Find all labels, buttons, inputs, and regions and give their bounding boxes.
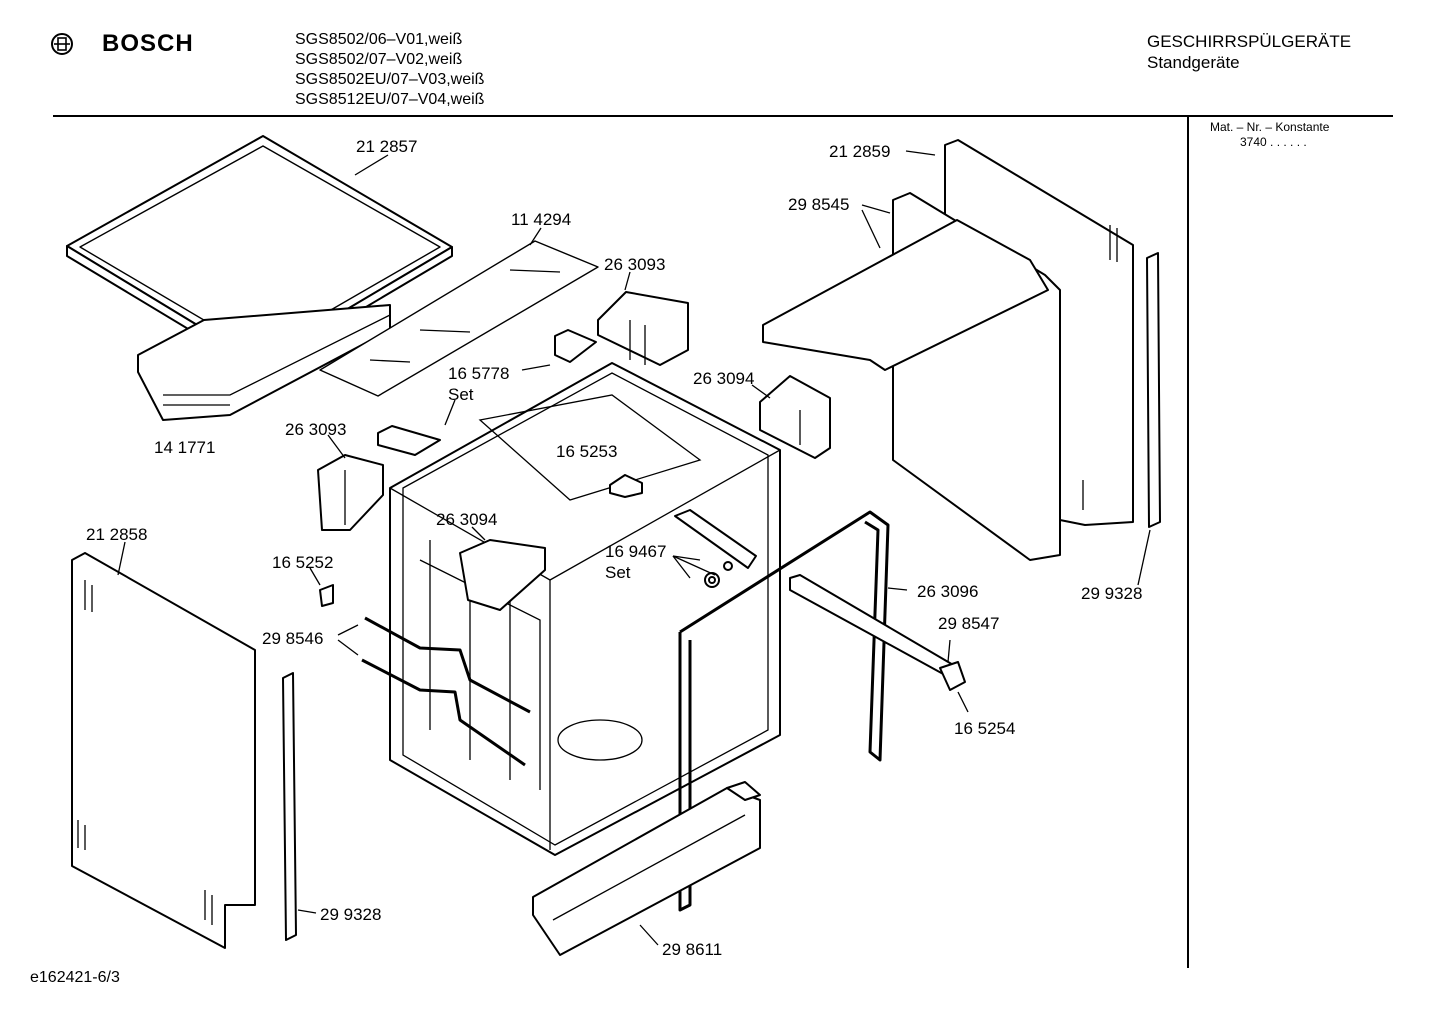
top-panel-part	[762, 192, 1061, 561]
part-number-label: 14 1771	[154, 438, 215, 457]
rails-part	[361, 616, 531, 767]
model-line: SGS8512EU/07–V04,weiß	[295, 91, 485, 108]
brand-logo: BOSCH	[50, 30, 194, 58]
part-number-label: 26 3094	[436, 510, 497, 529]
category-subtitle: Standgeräte	[1147, 53, 1240, 72]
insulation-sheet-part	[319, 240, 599, 397]
left-strip-part	[282, 672, 297, 941]
part-number-label: 16 5253	[556, 442, 617, 461]
model-list: SGS8502/06–V01,weiß SGS8502/07–V02,weiß …	[295, 30, 484, 110]
part-number-label: 16 5254	[954, 719, 1015, 738]
clip-part	[609, 474, 643, 498]
part-number-label: 29 9328	[1081, 584, 1142, 603]
plate-set-part	[377, 425, 441, 456]
part-number-label: 16 9467	[605, 542, 666, 561]
part-number-label: 26 3093	[285, 420, 346, 439]
bosch-armature-icon	[51, 33, 73, 55]
model-line: SGS8502/07–V02,weiß	[295, 51, 463, 68]
category-block: GESCHIRRSPÜLGERÄTE Standgeräte	[1147, 31, 1351, 73]
category-title: GESCHIRRSPÜLGERÄTE	[1147, 32, 1352, 51]
part-number-label: Set	[448, 385, 474, 404]
model-line: SGS8502/06–V01,weiß	[295, 31, 463, 48]
door-seal-part	[679, 510, 890, 762]
part-number-label: 16 5252	[272, 553, 333, 572]
part-number-label: 11 4294	[511, 210, 571, 229]
drawing-code: e162421-6/3	[30, 969, 120, 986]
tub-body-part	[389, 362, 781, 856]
part-number-label: 29 8611	[662, 940, 722, 959]
plate-part	[554, 329, 597, 363]
hinge-assembly-part	[674, 509, 757, 588]
tube-part	[789, 574, 966, 691]
part-number-label: 29 8547	[938, 614, 999, 633]
brand-name: BOSCH	[102, 30, 194, 57]
part-number-label: 21 2859	[829, 142, 890, 161]
inner-bracket-part	[459, 539, 546, 611]
small-clip-part	[319, 584, 334, 607]
left-bracket-part	[317, 454, 384, 531]
material-note: Mat. – Nr. – Konstante 3740 . . . . . .	[1210, 120, 1329, 150]
left-side-panel-part	[71, 552, 256, 949]
right-strip-part	[1146, 252, 1161, 528]
part-number-label: 26 3093	[604, 255, 665, 274]
material-note-label: Mat. – Nr. – Konstante	[1210, 120, 1330, 134]
leader-lines	[117, 150, 1151, 946]
part-number-label: Set	[605, 563, 631, 582]
model-line: SGS8502EU/07–V03,weiß	[295, 71, 485, 88]
part-number-label: 26 3096	[917, 582, 978, 601]
part-number-label: 29 8546	[262, 629, 323, 648]
part-number-label: 29 9328	[320, 905, 381, 924]
top-bracket-part	[597, 291, 689, 366]
part-number-label: 16 5778	[448, 364, 509, 383]
side-divider	[1187, 117, 1189, 968]
part-number-label: 21 2857	[356, 137, 417, 156]
door-seal-left-part	[678, 632, 692, 912]
base-plate-part	[532, 781, 761, 956]
part-number-label: 29 8545	[788, 195, 849, 214]
part-number-label: 21 2858	[86, 525, 147, 544]
right-bracket-part	[759, 375, 831, 459]
material-note-value: 3740 . . . . . .	[1240, 135, 1307, 149]
part-number-label: 26 3094	[693, 369, 754, 388]
header-divider	[53, 115, 1393, 117]
control-panel-part	[137, 304, 391, 421]
